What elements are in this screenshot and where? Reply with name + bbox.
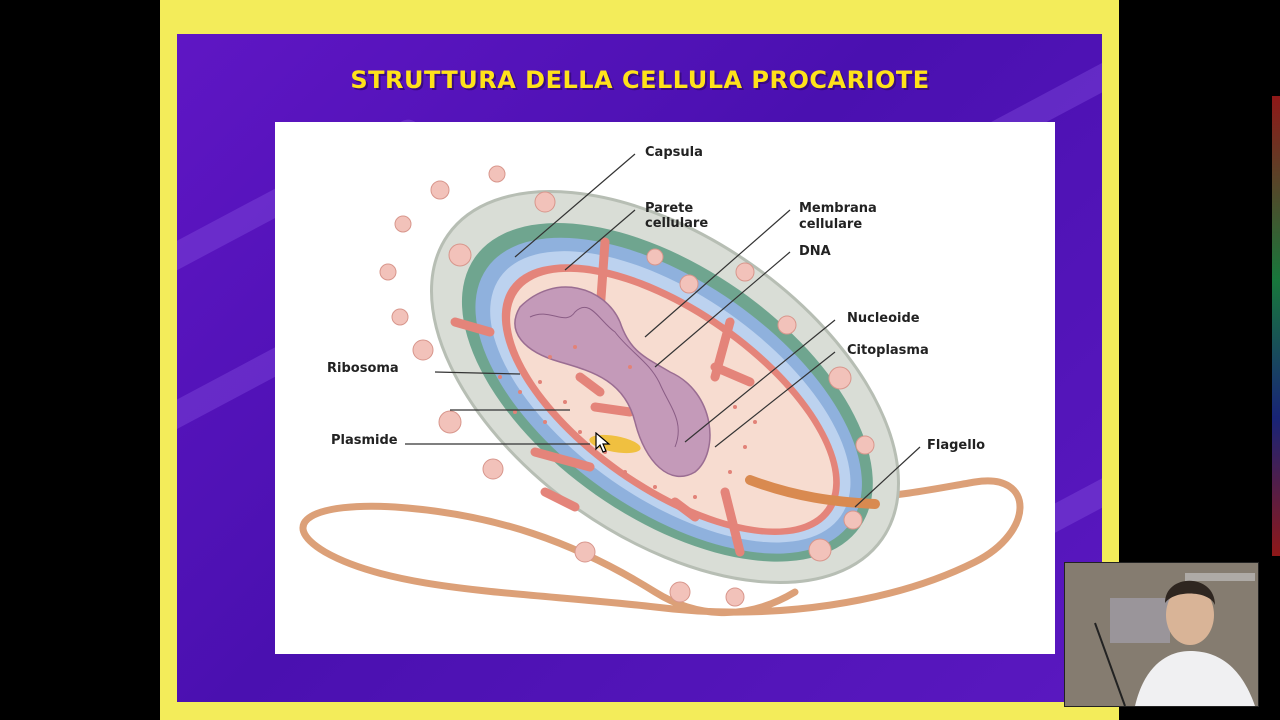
capsule-bumps [379,165,875,607]
label-membrana-1: Membrana [799,201,877,216]
label-plasmide: Plasmide [331,433,398,448]
presenter-webcam [1064,562,1259,707]
label-capsula: Capsula [645,145,703,160]
flagellum-base [745,475,880,509]
presenter-figure [1065,563,1258,706]
label-dna: DNA [799,244,831,259]
leader-lines [405,153,921,508]
slide-title: STRUTTURA DELLA CELLULA PROCARIOTE [350,66,930,94]
adjacent-window-edge [1272,96,1280,556]
prokaryote-cell-illustration: Capsula Parete cellulare Membrana cellul… [299,145,1024,617]
dna-strand [529,306,679,448]
label-membrana-2: cellulare [799,217,862,232]
nucleoid [514,286,711,478]
label-citoplasma: Citoplasma [847,343,929,358]
label-flagello: Flagello [927,438,985,453]
cell-diagram: Capsula Parete cellulare Membrana cellul… [275,122,1055,654]
arrow-cursor-icon [595,432,611,453]
label-parete-1: Parete [645,201,693,216]
label-parete-2: cellulare [645,216,708,231]
label-ribosoma: Ribosoma [327,361,399,376]
label-nucleoide: Nucleoide [847,311,920,326]
